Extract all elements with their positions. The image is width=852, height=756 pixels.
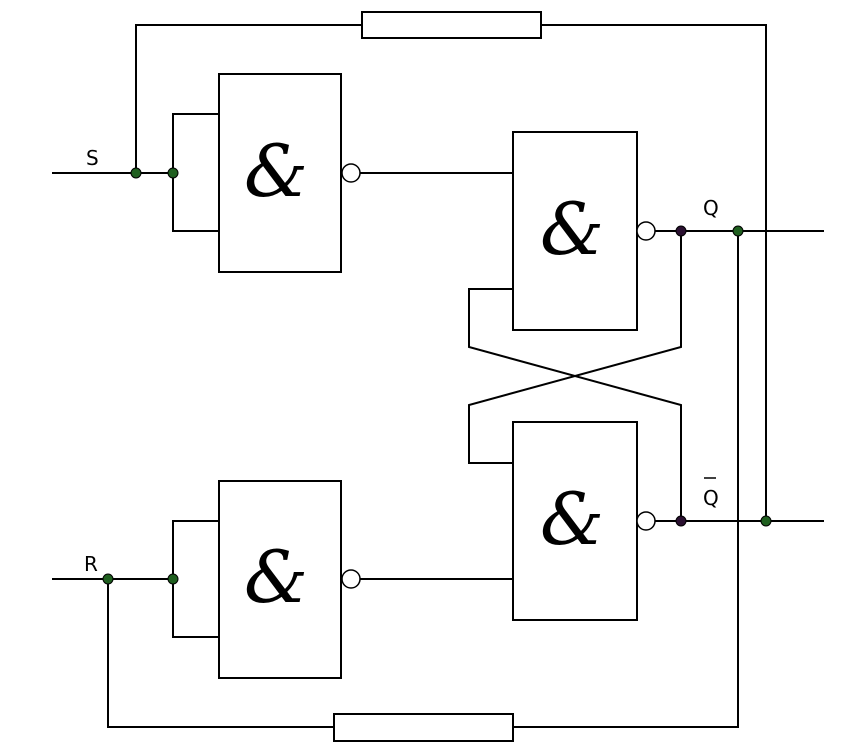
gate-latch-bottom xyxy=(512,421,638,621)
gate-input-s xyxy=(218,73,342,273)
bottom-feedback-path xyxy=(107,231,739,742)
top-feedback-path xyxy=(135,11,767,521)
junction-q-cross xyxy=(675,225,687,237)
gate-latch-bottom-symbol: & xyxy=(540,477,604,561)
gate-latch-bottom-output-bubble xyxy=(636,511,656,531)
junction-q-feedback xyxy=(732,225,744,237)
junction-qbar-feedback xyxy=(760,515,772,527)
label-s: S xyxy=(86,146,99,170)
junction-r-gate xyxy=(167,573,179,585)
bottom-feedback-resistor xyxy=(333,713,514,742)
label-q: Q xyxy=(703,196,719,220)
gate-latch-top-output-bubble xyxy=(636,221,656,241)
gate-input-s-symbol: & xyxy=(244,129,308,213)
io-labels: S R Q Q xyxy=(84,146,719,576)
junction-s-gate xyxy=(167,167,179,179)
latch-top-section: & xyxy=(512,131,824,331)
gate-input-r-output-bubble xyxy=(341,569,361,589)
gate-input-s-output-bubble xyxy=(341,163,361,183)
gate-latch-top xyxy=(512,131,638,331)
junction-s-feedback xyxy=(130,167,142,179)
r-input-section: & xyxy=(52,480,513,679)
label-q-bar: Q xyxy=(703,486,719,510)
gate-input-r-symbol: & xyxy=(244,535,308,619)
junction-qbar-cross xyxy=(675,515,687,527)
cross-coupling-wires xyxy=(468,231,682,521)
junction-r-feedback xyxy=(102,573,114,585)
top-feedback-resistor xyxy=(361,11,542,39)
junctions xyxy=(102,167,772,585)
s-input-section: & xyxy=(52,73,513,273)
gate-latch-top-symbol: & xyxy=(540,187,604,271)
gate-input-r xyxy=(218,480,342,679)
label-r: R xyxy=(84,552,98,576)
latch-bottom-section: & xyxy=(512,421,824,621)
